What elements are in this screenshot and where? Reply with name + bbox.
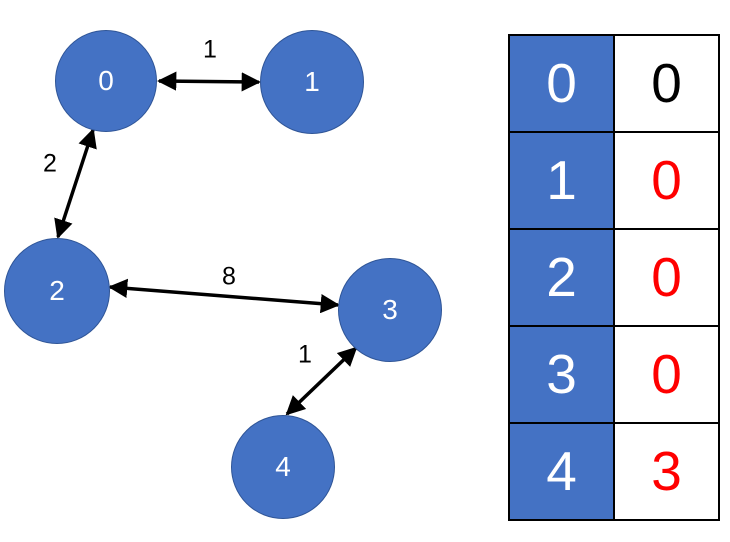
table-cell-value: 0 <box>613 325 720 424</box>
edge-2-3 <box>108 278 340 314</box>
graph-node-label: 0 <box>98 65 114 96</box>
table-cell-value: 3 <box>613 422 720 521</box>
edge-3-4 <box>285 346 358 416</box>
table-cell-index: 3 <box>508 325 615 424</box>
graph-diagram: 0 1 2 3 4 1 2 8 1 <box>4 30 442 519</box>
table-cell-index: 1 <box>508 131 615 230</box>
edge-weight-2-3: 8 <box>222 262 236 291</box>
graph-node-label: 4 <box>275 451 291 482</box>
graph-node-4[interactable]: 4 <box>231 415 335 519</box>
table-row: 1 0 <box>508 131 720 230</box>
table-row: 2 0 <box>508 228 720 327</box>
table-cell-index: 2 <box>508 228 615 327</box>
graph-node-3[interactable]: 3 <box>338 258 442 362</box>
edge-0-2 <box>54 128 97 239</box>
table-cell-value: 0 <box>613 131 720 230</box>
table-cell-value: 0 <box>613 34 720 133</box>
graph-node-label: 2 <box>49 275 65 306</box>
graph-node-label: 3 <box>382 294 398 325</box>
edge-0-1 <box>157 71 261 92</box>
edge-weight-3-4: 1 <box>298 340 312 369</box>
edge-weight-0-1: 1 <box>203 35 217 64</box>
table-row: 0 0 <box>508 34 720 133</box>
table-cell-value: 0 <box>613 228 720 327</box>
table-cell-index: 0 <box>508 34 615 133</box>
graph-node-0[interactable]: 0 <box>55 30 157 132</box>
edge-weight-0-2: 2 <box>43 149 57 178</box>
graph-node-1[interactable]: 1 <box>260 30 364 134</box>
distance-table: 0 0 1 0 2 0 3 0 4 3 <box>508 34 720 521</box>
graph-edges-layer <box>54 71 358 416</box>
table-cell-index: 4 <box>508 422 615 521</box>
table-row: 3 0 <box>508 325 720 424</box>
graph-node-2[interactable]: 2 <box>4 238 110 344</box>
graph-node-label: 1 <box>304 66 320 97</box>
table-row: 4 3 <box>508 422 720 521</box>
